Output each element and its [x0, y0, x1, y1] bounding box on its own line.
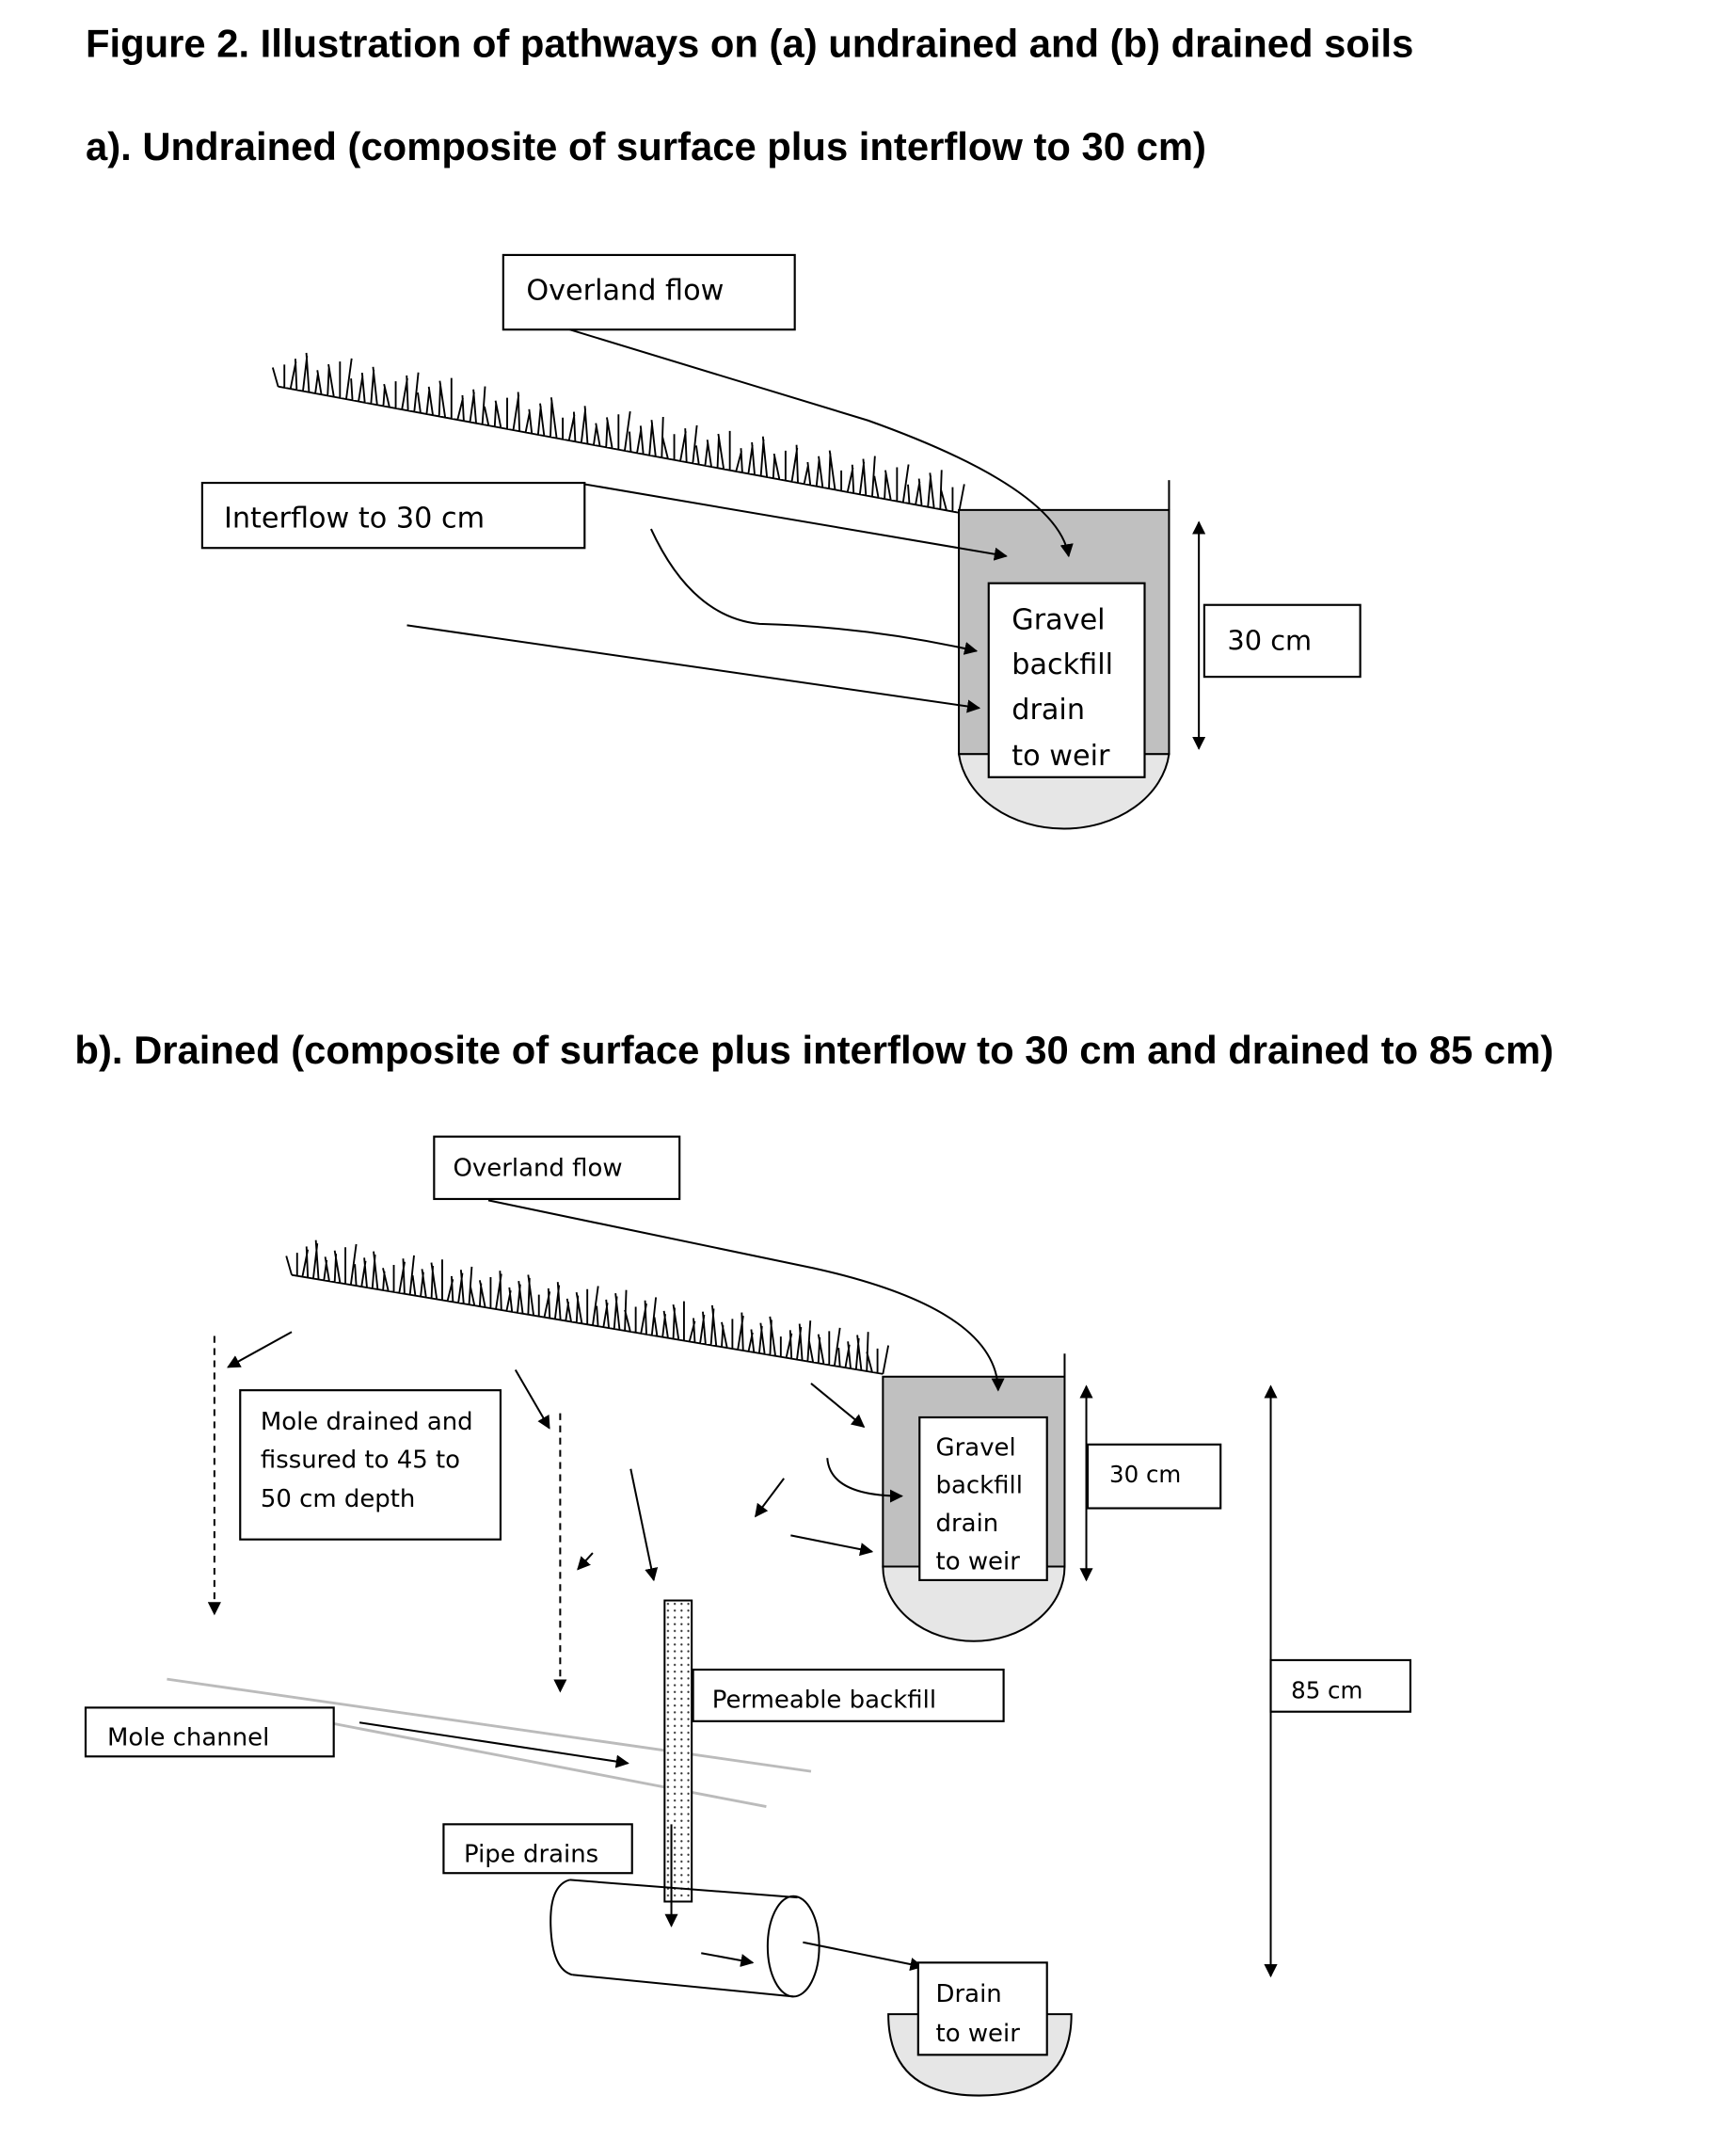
interflow-box	[200, 481, 586, 550]
mole-drained-line: fissured to 45 to	[261, 1446, 460, 1474]
flow-arrow	[227, 1331, 293, 1368]
panel-a-diagram: Gravel backfill drain to weir Overland f…	[200, 253, 1362, 830]
depth-label: 30 cm	[1227, 624, 1312, 656]
permeable-backfill-column	[663, 1599, 693, 1903]
mole-drained-box	[239, 1389, 502, 1541]
overland-flow-box	[502, 253, 796, 331]
depth-box-30cm	[1086, 1443, 1222, 1510]
grass-blades	[285, 1239, 890, 1375]
mole-drained-line: Mole drained and	[261, 1408, 473, 1436]
figure-title: Figure 2. Illustration of pathways on (a…	[86, 22, 1413, 66]
depth-label-85: 85 cm	[1291, 1676, 1362, 1703]
flow-arrow	[810, 1383, 866, 1428]
flow-arrow	[629, 1468, 659, 1582]
gravel-label-line: Gravel	[936, 1433, 1016, 1462]
drain-to-weir-line: Drain	[936, 1980, 1002, 2008]
overland-flow-label: Overland flow	[526, 274, 724, 307]
depth-label-30: 30 cm	[1109, 1461, 1181, 1488]
mole-channel-label: Mole channel	[107, 1724, 269, 1752]
flow-arrow	[701, 1952, 755, 1967]
gravel-label-line: to weir	[1011, 740, 1110, 773]
pipe-drains-box	[442, 1823, 633, 1875]
gravel-label-line: drain	[936, 1510, 999, 1538]
pipe-drain-cylinder	[549, 1879, 820, 1998]
gravel-label-line: backfill	[1011, 648, 1113, 681]
sump-bowl	[882, 1565, 1066, 1642]
permeable-backfill-label: Permeable backfill	[712, 1686, 936, 1714]
panel-b-heading: b). Drained (composite of surface plus i…	[74, 1028, 1553, 1072]
interflow-label: Interflow to 30 cm	[224, 503, 485, 536]
panel-a-heading: a). Undrained (composite of surface plus…	[86, 124, 1206, 168]
flow-arrow	[790, 1534, 874, 1557]
overland-flow-box	[433, 1135, 681, 1201]
drain-to-weir-box	[916, 1961, 1048, 2056]
overland-flow-label: Overland flow	[454, 1154, 623, 1182]
interflow-curve-arrow	[650, 528, 979, 655]
flow-arrow	[577, 1552, 594, 1571]
gravel-label-line: to weir	[936, 1547, 1021, 1575]
grass-blades	[271, 352, 965, 514]
flow-arrow	[826, 1458, 903, 1503]
gravel-label-line: backfill	[936, 1472, 1023, 1500]
outflow-arrow	[803, 1941, 924, 1972]
panel-b-diagram: Gravel backfill drain to weir Overland f…	[84, 1135, 1412, 2097]
interflow-deep-arrow	[406, 624, 981, 713]
gravel-label-line: Gravel	[1011, 604, 1105, 637]
mole-channel-box	[84, 1706, 335, 1758]
mole-channel-arrow	[358, 1721, 629, 1768]
depth-box-30cm	[1202, 603, 1362, 679]
gravel-backfill-box	[918, 1415, 1048, 1582]
pipe-drains-label: Pipe drains	[464, 1841, 598, 1869]
grass-surface	[285, 1239, 890, 1375]
gravel-label-line: drain	[1011, 694, 1085, 727]
permeable-backfill-box	[692, 1668, 1005, 1722]
drain-to-weir-line: to weir	[936, 2020, 1021, 2048]
interflow-arrow	[584, 483, 1008, 561]
grass-surface	[271, 352, 965, 514]
mole-drained-line: 50 cm depth	[261, 1485, 416, 1513]
mole-channel-line	[167, 1677, 812, 1773]
overland-flow-arrow	[487, 1199, 1005, 1392]
flow-arrow	[755, 1478, 785, 1518]
depth-box-85cm	[1269, 1658, 1412, 1713]
overland-flow-arrow	[569, 328, 1074, 558]
gravel-backfill-box	[987, 582, 1146, 778]
flow-arrow	[514, 1369, 550, 1430]
